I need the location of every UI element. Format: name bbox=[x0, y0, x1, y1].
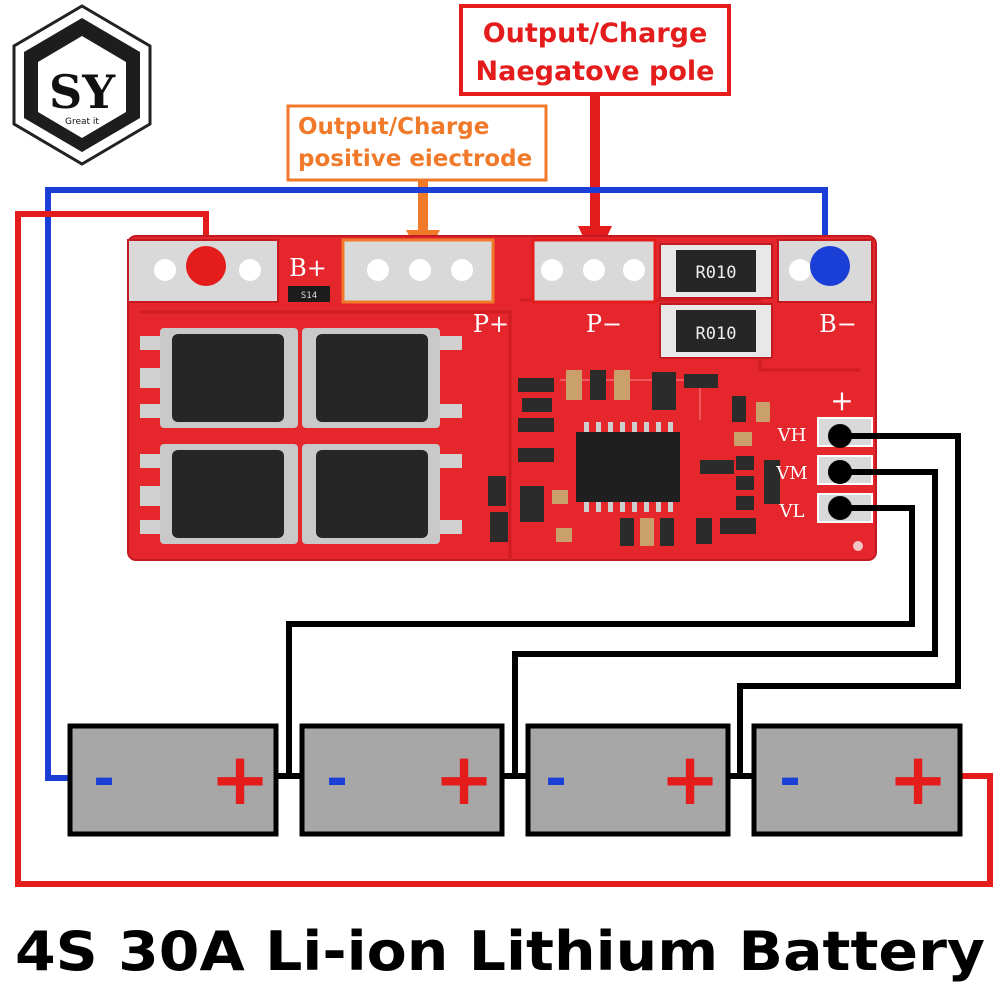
bms-board: B+ P+ S14 P− R010 R010 bbox=[127, 235, 877, 561]
callout-negative-arrow-shaft bbox=[590, 94, 600, 228]
balance-vm-label: VM bbox=[775, 463, 807, 484]
mosfets bbox=[140, 328, 462, 544]
resistor-1-label: R010 bbox=[696, 263, 737, 283]
brand-logo: SY Great it bbox=[12, 4, 152, 166]
pad-p-plus: P+ bbox=[341, 238, 509, 338]
pad-b-minus-label: B− bbox=[819, 310, 857, 338]
callout-negative-line1: Output/Charge bbox=[483, 18, 708, 49]
sense-resistors: R010 R010 bbox=[659, 243, 773, 359]
pad-b-plus: B+ bbox=[127, 239, 327, 303]
balance-wire-vm bbox=[512, 469, 938, 774]
logo-letters: SY bbox=[49, 65, 116, 119]
b-plus-connection-dot bbox=[186, 246, 226, 286]
battery-4-minus: - bbox=[779, 749, 801, 809]
battery-1-plus: + bbox=[210, 737, 270, 821]
balance-wire-vh bbox=[737, 433, 961, 774]
negative-wire bbox=[45, 187, 828, 781]
logo-tagline: Great it bbox=[65, 117, 99, 127]
pad-p-plus-label: P+ bbox=[473, 310, 509, 338]
pad-b-plus-label: B+ bbox=[289, 254, 327, 282]
battery-2-plus: + bbox=[434, 737, 494, 821]
control-ic bbox=[576, 422, 680, 512]
b-minus-connection-dot bbox=[810, 246, 850, 286]
resistor-2-label: R010 bbox=[696, 324, 737, 344]
smd-components bbox=[488, 370, 863, 551]
battery-4-plus: + bbox=[888, 737, 948, 821]
callout-negative: Output/Charge Naegatove pole bbox=[459, 4, 731, 262]
balance-plus-label: + bbox=[830, 384, 853, 417]
battery-cell-1: - + bbox=[67, 723, 279, 837]
battery-cell-2: - + bbox=[299, 723, 505, 837]
battery-cell-4: - + bbox=[751, 723, 963, 837]
balance-vl-label: VL bbox=[779, 501, 805, 522]
callout-positive-arrow-shaft bbox=[418, 180, 428, 232]
balance-wire-vl bbox=[286, 505, 915, 774]
battery-1-minus: - bbox=[93, 749, 115, 809]
callout-positive-line2: positive eiectrode bbox=[298, 146, 532, 172]
balance-vh-label: VH bbox=[777, 425, 807, 446]
pad-b-minus: B− bbox=[777, 239, 873, 338]
pad-p-minus: P− bbox=[531, 238, 657, 338]
smd-code-chip bbox=[288, 286, 330, 302]
battery-cell-3: - + bbox=[525, 723, 731, 837]
battery-3-minus: - bbox=[545, 749, 567, 809]
battery-2-minus: - bbox=[326, 749, 348, 809]
positive-wire bbox=[15, 211, 993, 887]
pad-p-minus-label: P− bbox=[586, 310, 622, 338]
footer-title: 4S 30A Li-ion Lithium Battery bbox=[15, 920, 985, 983]
callout-negative-line2: Naegatove pole bbox=[476, 56, 715, 87]
battery-3-plus: + bbox=[660, 737, 720, 821]
main-wires bbox=[15, 187, 993, 887]
smd-code-label: S14 bbox=[301, 291, 317, 301]
callout-positive-line1: Output/Charge bbox=[298, 114, 489, 140]
balance-wires bbox=[286, 424, 961, 774]
